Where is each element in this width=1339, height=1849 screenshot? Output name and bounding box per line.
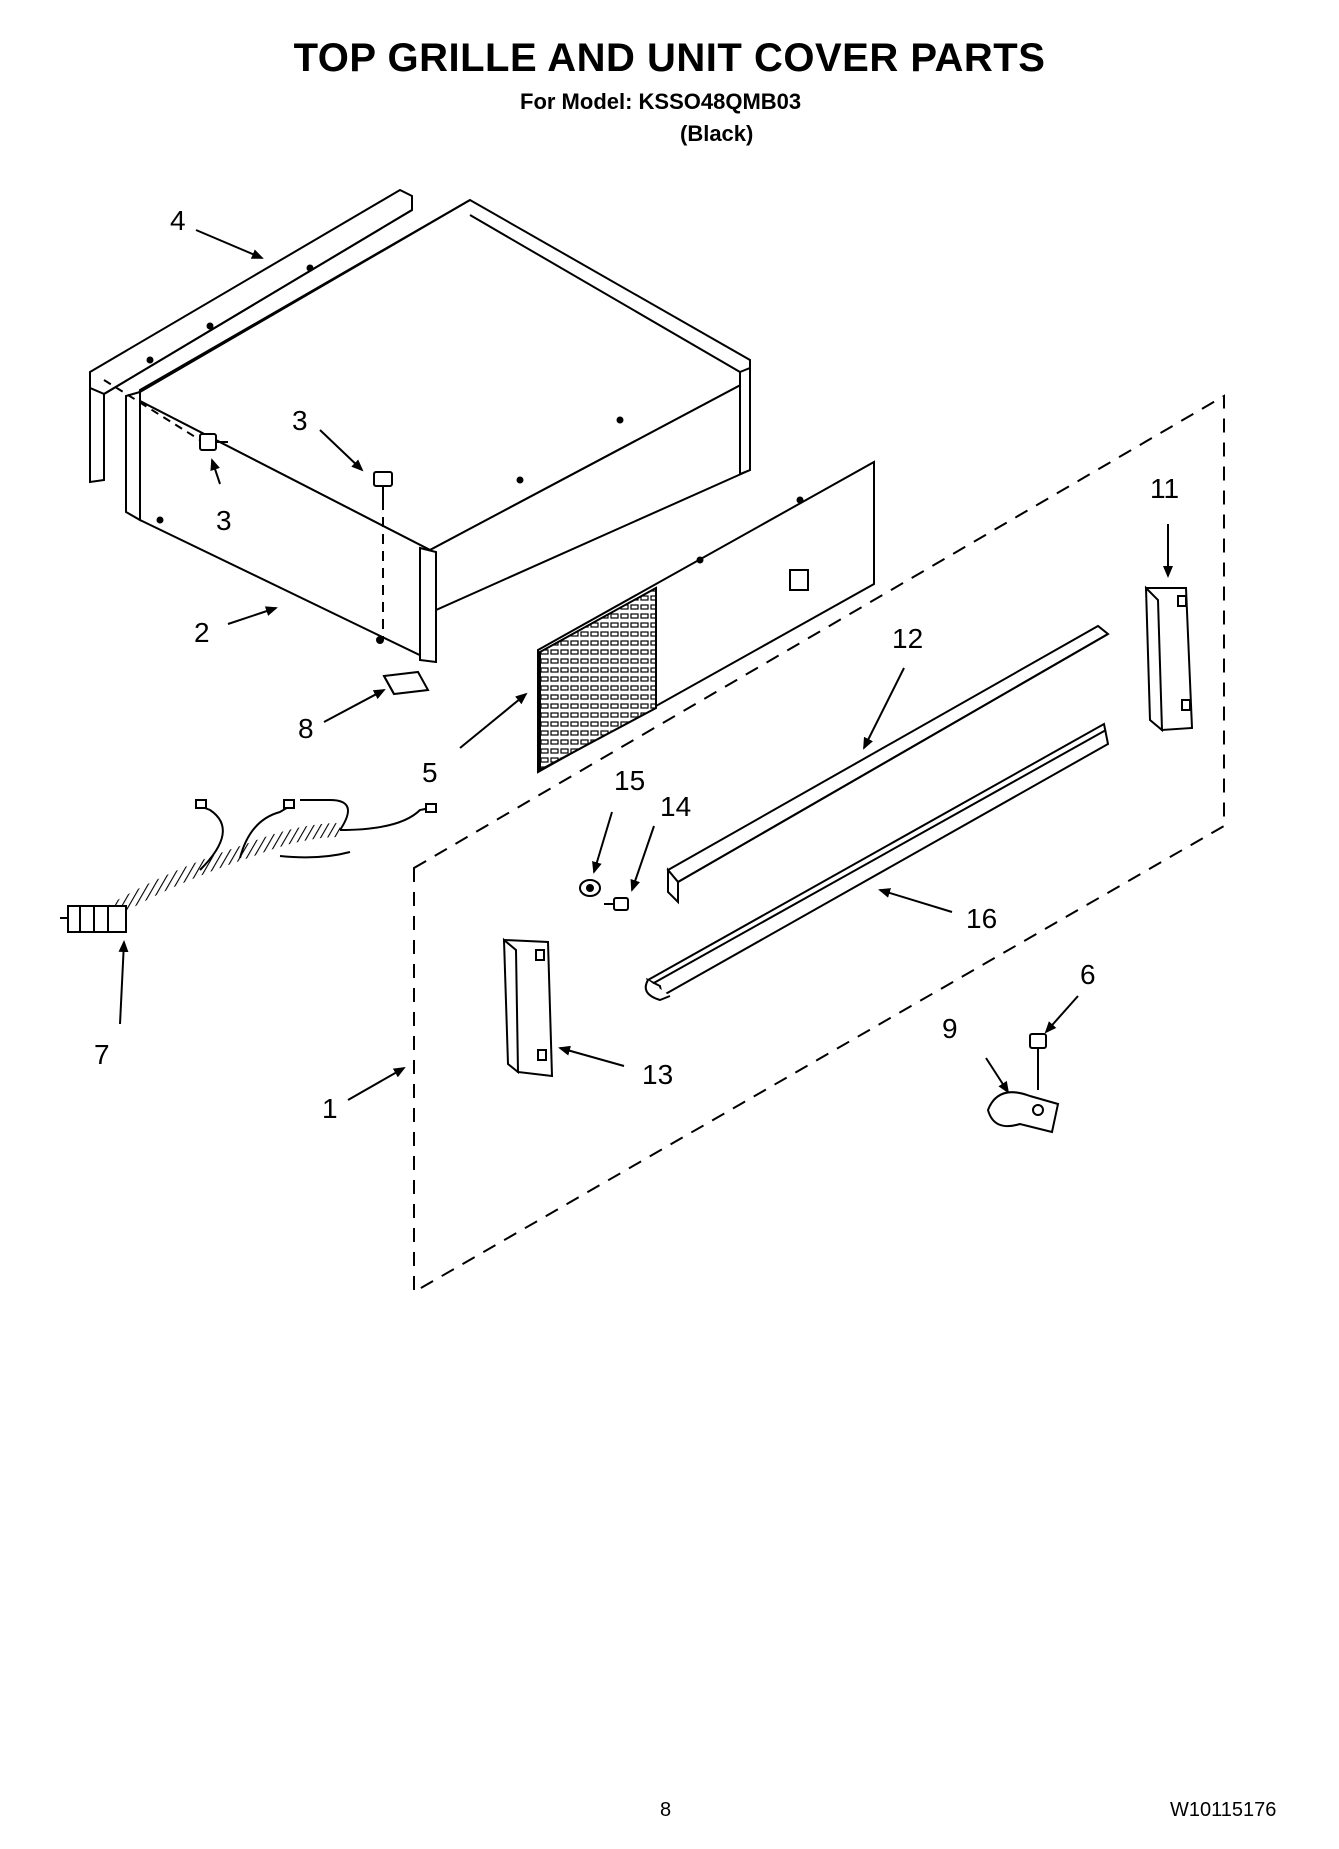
callout-3-upper: 3 [292,405,308,436]
trim-strip-part-12 [666,624,1110,905]
callout-labels: 4 3 3 2 8 5 11 12 15 14 16 7 13 6 9 1 [94,205,1179,1124]
callout-12: 12 [892,623,923,654]
callout-4: 4 [170,205,186,236]
screw-part-3 [103,379,228,451]
grommet-part-15 [579,879,601,897]
rear-rail-part-4 [89,188,413,484]
bracket-part-13 [502,937,554,1078]
kit-boundary-part-1 [413,394,1225,1294]
callout-11: 11 [1150,473,1179,504]
callout-16: 16 [966,903,997,934]
callout-9: 9 [942,1013,958,1044]
callout-3-lower: 3 [216,505,232,536]
model-line: For Model: KSSO48QMB03 [520,89,802,114]
pin-part-14 [604,897,629,911]
leader-arrows [118,229,1173,1101]
callout-7: 7 [94,1039,110,1070]
callout-15: 15 [614,765,645,796]
grille-panel-part-5 [537,460,875,774]
page-number: 8 [660,1799,672,1821]
callout-8: 8 [298,713,314,744]
callout-5: 5 [422,757,438,788]
clip-part-8 [382,670,430,696]
wire-harness-part-7 [60,799,437,933]
callout-14: 14 [660,791,691,822]
screw-part-6 [1029,1033,1047,1090]
document-number: W10115176 [1170,1799,1277,1821]
callout-1: 1 [322,1093,338,1124]
clamp-part-9 [986,1091,1060,1134]
color-line: (Black) [680,121,754,146]
trim-strip-part-16 [644,722,1110,1002]
page-title: TOP GRILLE AND UNIT COVER PARTS [293,36,1046,80]
callout-2: 2 [194,617,210,648]
callout-13: 13 [642,1059,673,1090]
callout-6: 6 [1080,959,1096,990]
screw-part-3-vertical [373,471,393,640]
bracket-part-11 [1144,585,1194,733]
